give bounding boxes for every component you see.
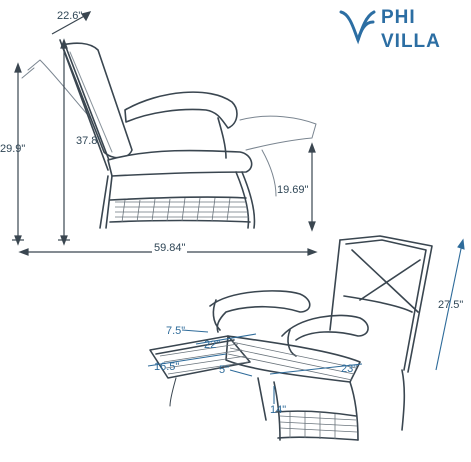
perspective-chair: [149, 235, 433, 441]
side-view-mesh: [115, 197, 249, 223]
dim-footrest-gap: 5": [219, 364, 230, 376]
phi-villa-logo-icon: [339, 10, 376, 45]
perspective-dimension-lines: [147, 238, 465, 404]
dim-length-extended: 59.84": [152, 242, 188, 254]
dim-footrest-length: 16.5": [154, 361, 180, 373]
dim-height-reclined: 29.9": [0, 143, 26, 155]
dim-seat-depth: 22": [204, 339, 221, 351]
brand-line-2: VILLA: [381, 31, 441, 52]
dim-seat-height: 19.69": [277, 184, 309, 196]
side-view-dimension-lines: [12, 11, 318, 256]
dim-leg-height: 14": [270, 404, 287, 416]
side-view-chair: [21, 39, 317, 229]
brand-line-1: PHI: [381, 7, 416, 28]
dim-armrest-gap: 7.5": [166, 325, 186, 337]
dim-height-upright: 37.8": [76, 135, 102, 147]
dim-seat-width: 23": [341, 363, 358, 375]
perspective-seat-straps: [159, 341, 358, 439]
dim-back-depth: 22.6": [57, 10, 83, 22]
dim-back-height: 27.5": [438, 299, 464, 311]
